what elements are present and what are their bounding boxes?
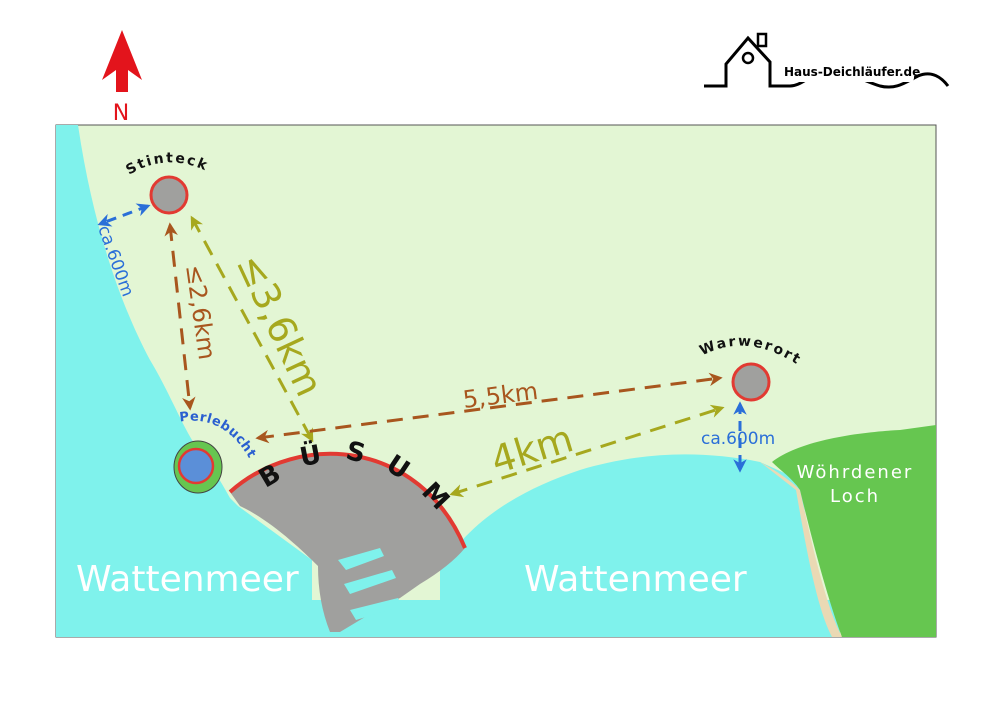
stinteck-marker — [149, 175, 189, 215]
shore-strip — [760, 462, 842, 637]
place-woehrdener: Wöhrdener — [797, 462, 914, 483]
compass-label: N — [113, 101, 129, 126]
busum-dike-line — [228, 451, 467, 549]
busum-town — [230, 453, 465, 632]
logo: Haus-Deichläufer.de — [704, 32, 950, 89]
place-loch: Loch — [830, 486, 880, 507]
sea-west — [56, 125, 312, 637]
woehrdener-loch-area — [772, 425, 936, 637]
sea-label-east: Wattenmeer — [524, 559, 747, 600]
distance-label-warwerort-beach: ca.600m — [701, 429, 775, 449]
route-stinteck-beach — [97, 203, 151, 227]
route-stinteck-perlebucht — [164, 222, 196, 411]
sea-label-west: Wattenmeer — [76, 559, 299, 600]
north-arrow-icon — [102, 30, 142, 92]
harbour-basins — [338, 548, 402, 620]
logo-text: Haus-Deichläufer.de — [784, 65, 920, 79]
warwerort-marker — [731, 362, 771, 402]
route-coast-4km — [449, 404, 725, 498]
sea-south-east — [440, 454, 832, 637]
perlebucht-marker — [177, 447, 215, 485]
